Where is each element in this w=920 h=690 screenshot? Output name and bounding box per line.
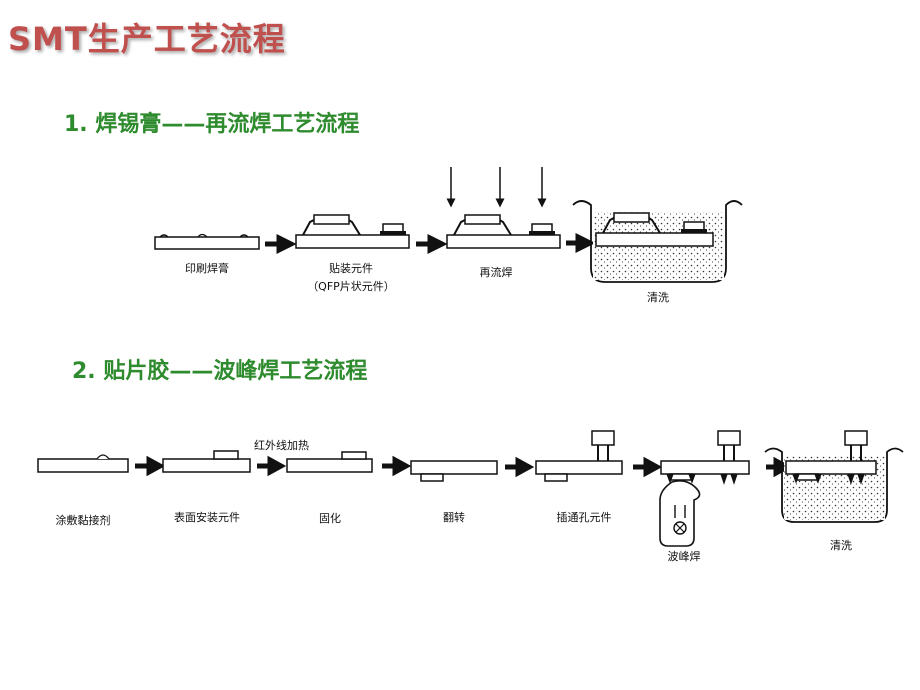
cleaning-tank (572, 200, 743, 283)
chip-component (382, 223, 404, 233)
wave-flow-line (674, 505, 686, 518)
s2-step-mount-components (162, 450, 251, 473)
s2-flow-arrow-4 (505, 456, 535, 478)
pcb-board (410, 460, 498, 475)
chip-pads (681, 229, 707, 233)
section-2-number: 2. (72, 359, 96, 384)
section-1-label: 焊锡膏——再流焊工艺流程 (95, 112, 360, 137)
pcb-board (37, 458, 129, 473)
s1-flow-arrow-1 (265, 233, 297, 255)
s2-step-label: 固化 (319, 511, 341, 525)
chip-component (683, 221, 705, 231)
s1-step-reflow (446, 167, 561, 249)
pcb-board (286, 458, 373, 473)
section-2-label: 贴片胶——波峰焊工艺流程 (103, 359, 368, 384)
pcb-board (660, 460, 750, 475)
s1-step-label: 贴装元件 (329, 261, 373, 275)
thru-hole-component (717, 430, 741, 446)
s2-step-apply-adhesive (37, 454, 129, 473)
thru-hole-component (844, 430, 868, 446)
s2-step-label: 清洗 (830, 539, 852, 552)
s1-flow-arrow-2 (416, 233, 448, 255)
s1-flow-arrow-3 (566, 232, 596, 254)
s2-step-cure (286, 451, 373, 473)
s2-flow-arrow-1 (135, 455, 166, 477)
section-1-number: 1. (64, 112, 88, 137)
s2-step-label: 翻转 (443, 510, 465, 524)
chip-pads (529, 231, 555, 235)
s1-step-label: 清洗 (647, 291, 669, 304)
s2-step-insert-thru-hole (535, 430, 623, 482)
chip-pads (380, 231, 406, 235)
pcb-board (154, 236, 260, 250)
qfp-chip (464, 214, 501, 225)
s1-step-sublabel: （QFP片状元件） (307, 279, 395, 293)
chip-component (544, 473, 568, 482)
chip-component (341, 451, 367, 460)
s2-step-label: 波峰焊 (668, 549, 701, 563)
s1-step-print-paste (154, 233, 260, 250)
pcb-board (785, 460, 877, 475)
pcb-board (162, 458, 251, 473)
section-1-title: 1. 焊锡膏——再流焊工艺流程 (64, 106, 359, 138)
solder-paste-dots (159, 233, 249, 238)
chip-component (213, 450, 239, 460)
s1-step-place-components (295, 214, 410, 249)
s2-step-label: 涂敷黏接剂 (56, 513, 111, 527)
cleaning-tank (764, 447, 904, 523)
pcb-board (295, 234, 410, 249)
qfp-chip (613, 212, 650, 223)
s2-step-label: 插通孔元件 (557, 510, 612, 524)
s2-flow-arrow-3 (382, 455, 412, 477)
chip-component (420, 473, 444, 482)
s2-flow-arrow-5 (633, 456, 663, 478)
s1-step-label: 印刷焊膏 (185, 261, 229, 275)
s2-step-wave-solder (659, 430, 750, 547)
s1-step-cleaning (572, 200, 743, 283)
section-2-title: 2. 贴片胶——波峰焊工艺流程 (72, 353, 367, 385)
s2-flow-arrow-6 (766, 456, 793, 478)
s1-step-label: 再流焊 (480, 265, 513, 279)
pcb-board (595, 232, 714, 247)
s2-step-cleaning (764, 430, 904, 523)
qfp-chip (313, 214, 350, 225)
pump-icon-cross (675, 523, 685, 533)
chip-component (531, 223, 553, 233)
infrared-heating-label: 红外线加热 (254, 438, 309, 452)
s2-flow-arrow-2 (257, 455, 287, 477)
solder-joints (792, 473, 865, 485)
slide-title: SMT生产工艺流程 (8, 20, 286, 58)
s2-step-flip (410, 460, 498, 482)
solder-wave-pot (659, 480, 701, 547)
pcb-board (535, 460, 623, 475)
pcb-board (446, 234, 561, 249)
solder-joints (666, 473, 738, 485)
adhesive-dot (96, 454, 110, 460)
s2-step-label: 表面安装元件 (174, 510, 240, 524)
thru-hole-component (591, 430, 615, 446)
